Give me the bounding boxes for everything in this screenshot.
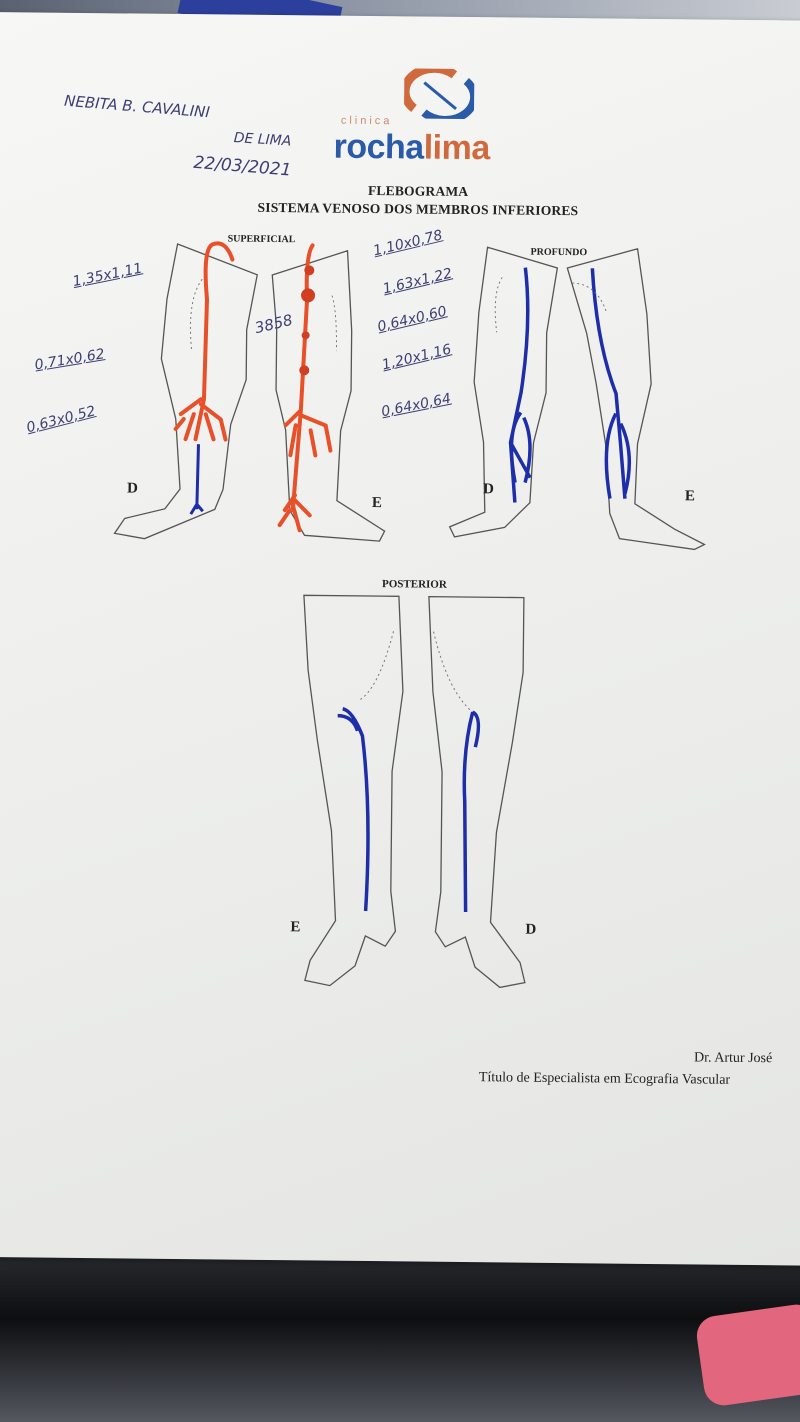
label-e-profundo: E bbox=[684, 488, 696, 505]
patient-name-2: DE LIMA bbox=[233, 130, 292, 150]
logo: rochalima bbox=[333, 127, 490, 173]
label-d-posterior: D bbox=[525, 921, 537, 938]
legs-diagram-anterior bbox=[113, 241, 706, 551]
logo-part-lima: lima bbox=[423, 128, 490, 168]
document-title: FLEBOGRAMA bbox=[367, 182, 469, 200]
label-e-superficial: E bbox=[371, 495, 382, 512]
logo-icon bbox=[403, 68, 475, 120]
doctor-specialty: Título de Especialista em Ecografia Vasc… bbox=[478, 1070, 731, 1088]
label-d-profundo: D bbox=[482, 481, 494, 498]
document-page: NEBITA B. CAVALINI DE LIMA 22/03/2021 cl… bbox=[0, 12, 800, 1266]
logo-part-rocha: rocha bbox=[333, 127, 424, 167]
patient-name: NEBITA B. CAVALINI bbox=[63, 91, 211, 122]
exam-date: 22/03/2021 bbox=[192, 152, 293, 181]
document-subtitle: SISTEMA VENOSO DOS MEMBROS INFERIORES bbox=[257, 199, 579, 219]
legs-diagram-posterior bbox=[303, 594, 526, 989]
measurement: 0,71x0,62 bbox=[33, 346, 106, 374]
label-d-superficial: D bbox=[126, 480, 138, 497]
label-e-posterior: E bbox=[290, 919, 301, 936]
desk-object bbox=[694, 1302, 800, 1408]
desk-background bbox=[0, 1250, 800, 1422]
section-posterior: POSTERIOR bbox=[381, 578, 447, 591]
doctor-name: Dr. Artur José bbox=[694, 1050, 773, 1067]
measurement: 0,63x0,52 bbox=[24, 403, 98, 437]
logo-clinica: clinica bbox=[340, 114, 393, 128]
